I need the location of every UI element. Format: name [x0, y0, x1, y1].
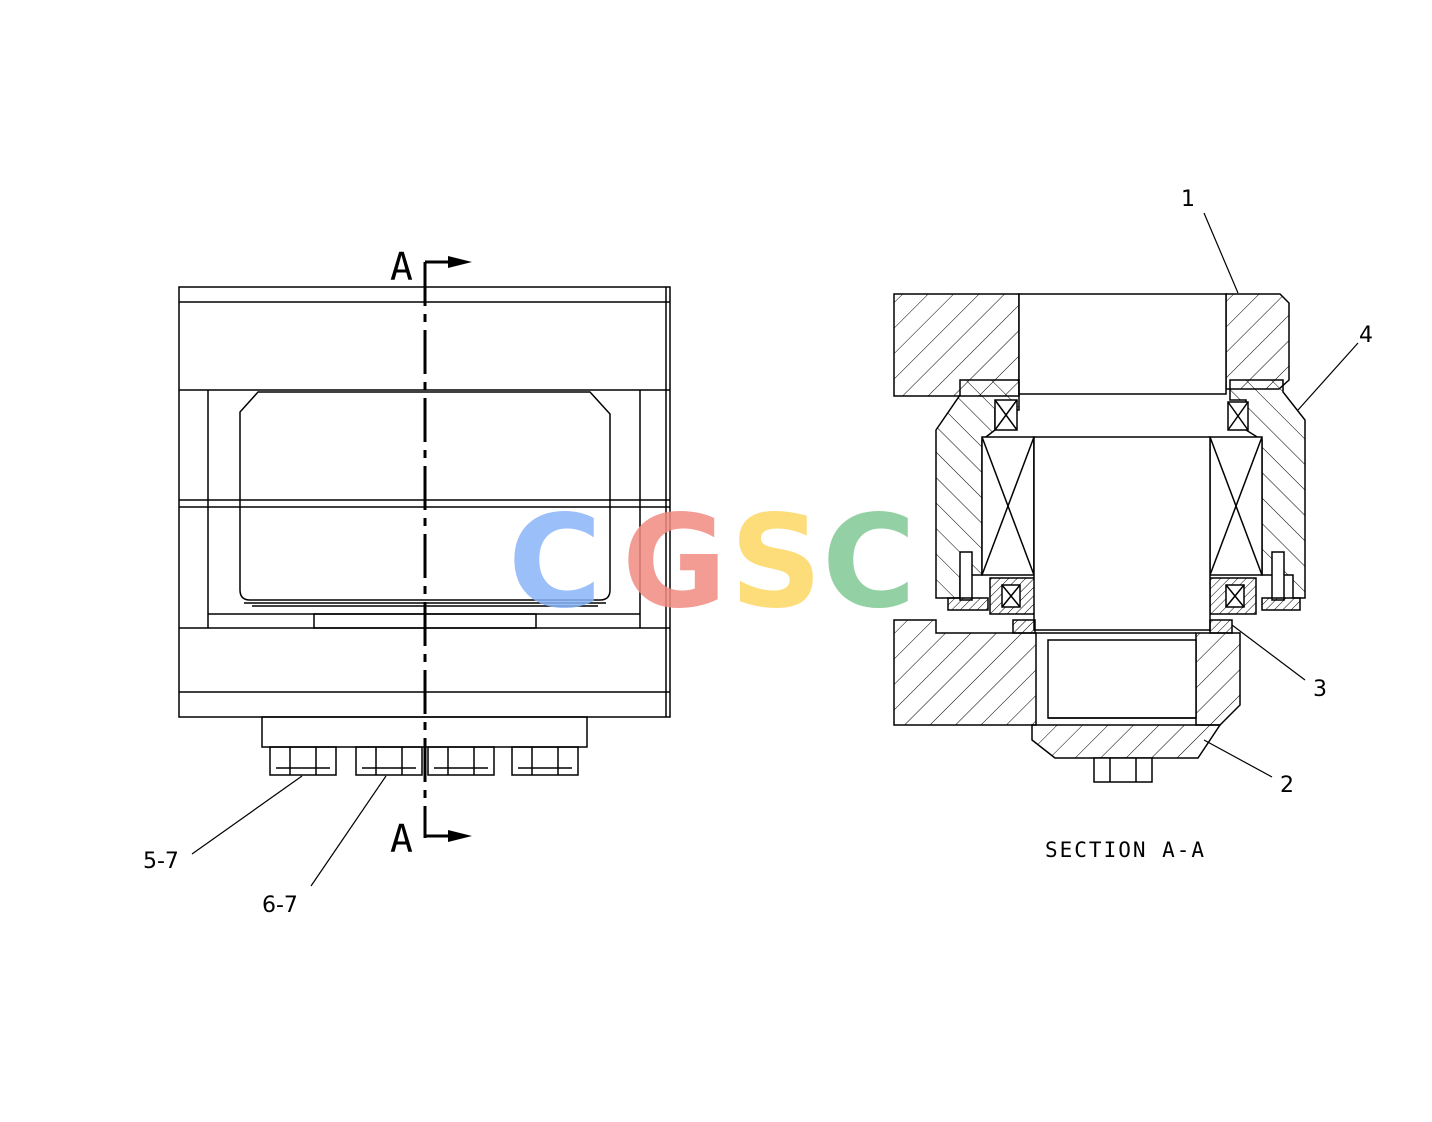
- callout-2: 2: [1280, 773, 1294, 798]
- watermark-logo: C G S C: [508, 488, 916, 637]
- callout-5-7: 5-7: [143, 849, 179, 874]
- section-marker-bottom: A: [390, 817, 413, 861]
- section-marker-top: A: [390, 245, 413, 289]
- svg-text:S: S: [730, 488, 822, 637]
- front-view: [178, 256, 671, 887]
- svg-text:C: C: [508, 488, 602, 637]
- callout-6-7: 6-7: [262, 893, 298, 918]
- callout-1: 1: [1181, 187, 1195, 212]
- section-title: SECTION A-A: [1045, 838, 1206, 862]
- svg-text:C: C: [822, 488, 916, 637]
- bolt-heads: [269, 746, 579, 776]
- callout-4: 4: [1359, 323, 1373, 348]
- section-view: [893, 212, 1359, 783]
- callout-3: 3: [1313, 677, 1327, 702]
- svg-text:G: G: [622, 488, 727, 637]
